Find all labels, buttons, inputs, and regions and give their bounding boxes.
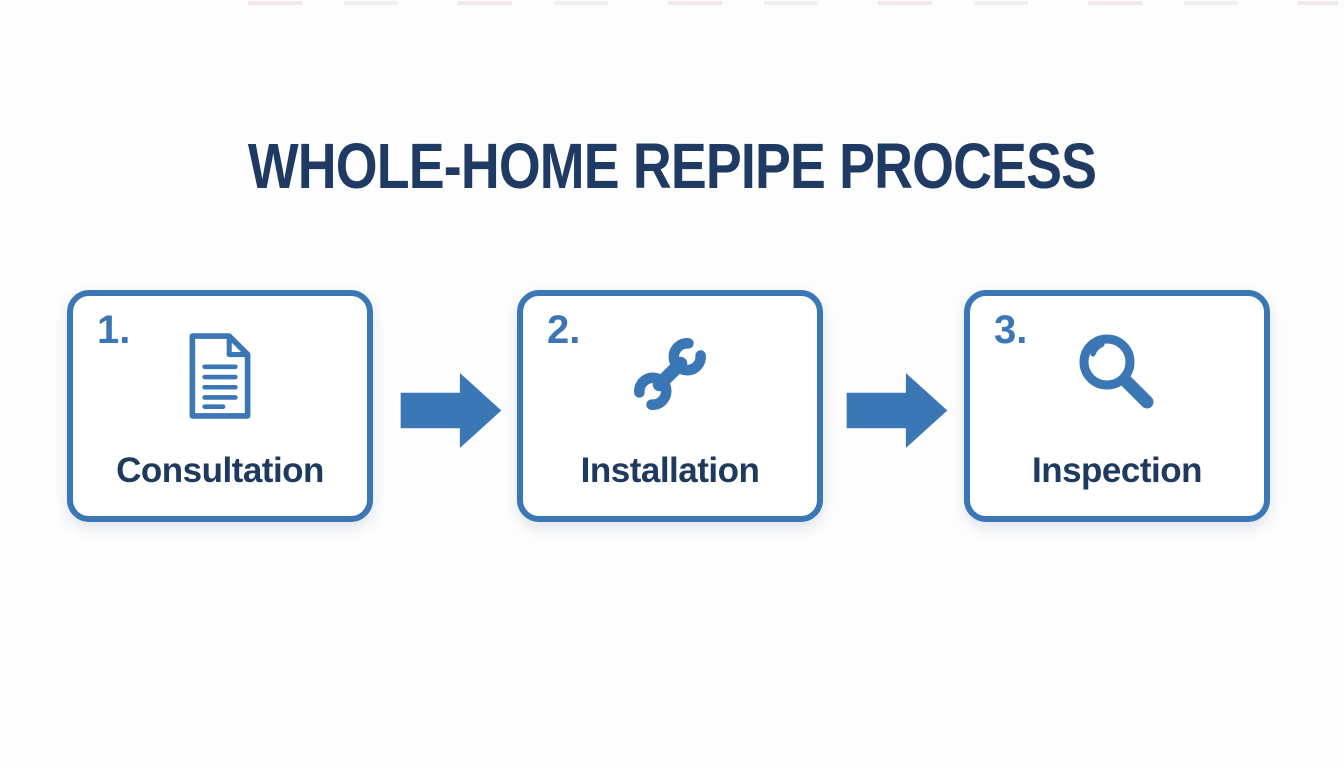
step-label: Inspection bbox=[1031, 450, 1203, 490]
step-number: 3. bbox=[994, 308, 1028, 352]
step-label: Installation bbox=[580, 450, 760, 490]
step-number: 2. bbox=[547, 308, 581, 352]
right-arrow-icon bbox=[400, 373, 502, 448]
document-icon bbox=[184, 332, 256, 425]
step-card-inspection: 3. Inspection bbox=[964, 290, 1270, 522]
page-title: WHOLE-HOME REPIPE PROCESS bbox=[247, 130, 1097, 202]
step-card-consultation: 1. Consultation bbox=[67, 290, 373, 522]
right-arrow-icon bbox=[846, 373, 948, 448]
step-number: 1. bbox=[97, 308, 131, 352]
step-card-installation: 2. Installation bbox=[517, 290, 823, 522]
wrench-icon bbox=[622, 326, 718, 427]
step-label: Consultation bbox=[116, 450, 324, 490]
magnifier-icon bbox=[1073, 330, 1161, 423]
top-edge-artifact bbox=[248, 1, 1338, 5]
